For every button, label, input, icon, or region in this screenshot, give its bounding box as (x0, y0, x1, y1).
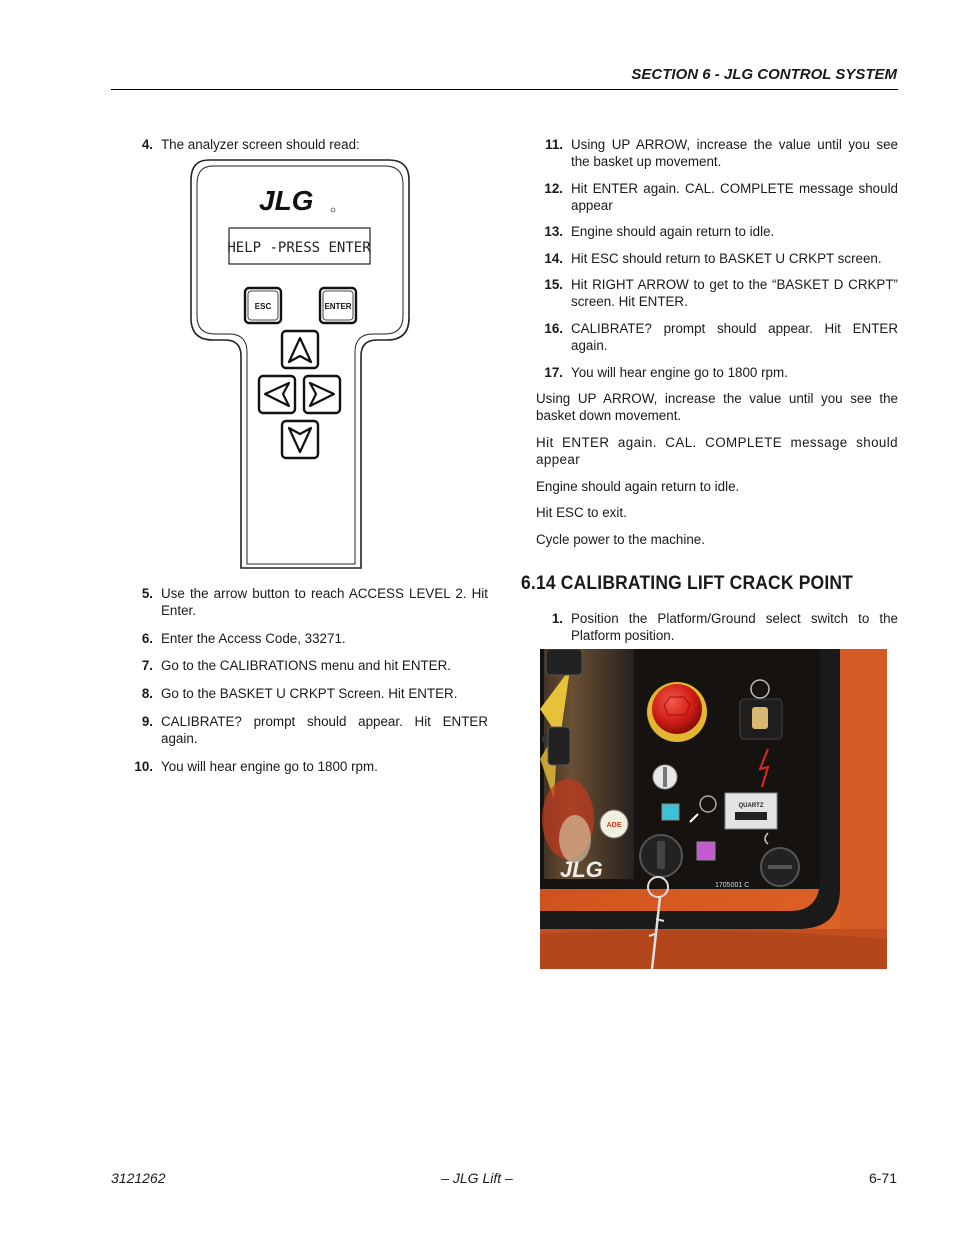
step-number: 5. (141, 586, 153, 601)
step-number: 1. (551, 611, 563, 626)
step-text: Using UP ARROW, increase the value until… (571, 137, 898, 169)
step-text: Hit ENTER again. CAL. COMPLETE message s… (571, 181, 898, 213)
step-number: 4. (141, 137, 153, 152)
step-number: 13. (544, 224, 563, 239)
header-rule (111, 89, 898, 90)
step-number: 12. (544, 181, 563, 196)
right-arrow-icon (308, 381, 336, 408)
step-number: 10. (134, 759, 153, 774)
step-text: Hit ESC should return to BASKET U CRKPT … (571, 251, 882, 266)
analyzer-illustration: JLG HELP -PRESS ENTER ESC ENTER (190, 159, 410, 569)
step-text: Position the Platform/Ground select swit… (571, 611, 898, 643)
left-arrow-icon (263, 381, 291, 408)
badge-label: ADE (607, 822, 622, 829)
jlg-logo: JLG (259, 185, 313, 216)
down-arrow-icon (287, 426, 313, 454)
section-title: 6.14 CALIBRATING LIFT CRACK POINT (521, 573, 854, 594)
step-number: 16. (544, 321, 563, 336)
step-number: 7. (141, 658, 153, 673)
enter-label: ENTER (324, 302, 351, 311)
step-text: The analyzer screen should read: (161, 137, 360, 152)
photo-jlg-logo: JLG (560, 857, 603, 882)
analyzer-display (228, 227, 371, 265)
meter-label: QUARTZ (739, 803, 764, 809)
up-arrow-button[interactable] (280, 329, 320, 370)
step-number: 6. (141, 631, 153, 646)
step-text: Engine should again return to idle. (571, 224, 775, 239)
step-text: Enter the Access Code, 33271. (161, 631, 346, 646)
enter-button[interactable]: ENTER (318, 286, 358, 325)
esc-button[interactable]: ESC (243, 286, 283, 325)
right-arrow-button[interactable] (302, 374, 342, 415)
paragraph: Cycle power to the machine. (536, 532, 705, 547)
footer-page-number: 6-71 (868, 1170, 897, 1186)
step-number: 14. (544, 251, 563, 266)
step-number: 8. (141, 686, 153, 701)
control-panel-photo: QUARTZ ADE JLG 1705001 C (540, 649, 887, 969)
section-header: SECTION 6 - JLG CONTROL SYSTEM (631, 66, 897, 83)
step-text: You will hear engine go to 1800 rpm. (161, 759, 378, 774)
step-number: 9. (141, 714, 153, 729)
paragraph: Engine should again return to idle. (536, 479, 740, 494)
step-number: 11. (545, 137, 563, 152)
step-text: Go to the CALIBRATIONS menu and hit ENTE… (161, 658, 451, 673)
step-number: 17. (544, 365, 563, 380)
step-text: CALIBRATE? prompt should appear. Hit ENT… (161, 714, 488, 746)
down-arrow-button[interactable] (280, 419, 320, 460)
up-arrow-icon (287, 336, 313, 364)
display-text: HELP -PRESS ENTER (227, 240, 371, 256)
footer-doc-number: 3121262 (111, 1170, 166, 1186)
step-text: Use the arrow button to reach ACCESS LEV… (161, 586, 488, 618)
paragraph: Using UP ARROW, increase the value until… (536, 391, 898, 423)
paragraph: Hit ENTER again. CAL. COMPLETE message s… (536, 435, 898, 467)
step-text: Go to the BASKET U CRKPT Screen. Hit ENT… (161, 686, 458, 701)
step-text: CALIBRATE? prompt should appear. Hit ENT… (571, 321, 898, 353)
paragraph: Hit ESC to exit. (536, 505, 627, 520)
footer-title: – JLG Lift – (441, 1170, 513, 1186)
esc-label: ESC (255, 302, 272, 311)
left-arrow-button[interactable] (257, 374, 297, 415)
step-text: Hit RIGHT ARROW to get to the “BASKET D … (571, 277, 898, 309)
step-text: You will hear engine go to 1800 rpm. (571, 365, 788, 380)
part-number: 1705001 C (715, 882, 749, 889)
step-number: 15. (544, 277, 563, 292)
